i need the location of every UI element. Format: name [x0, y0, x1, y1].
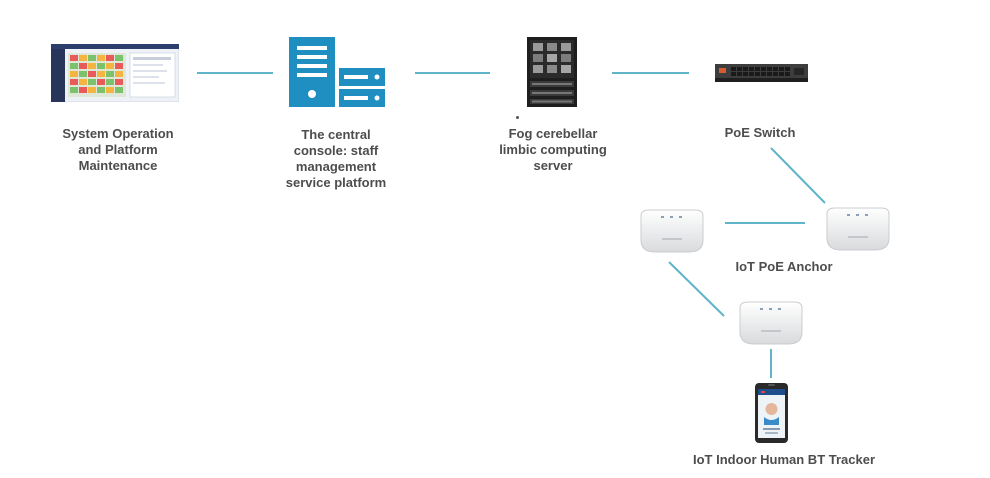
network-switch-icon — [715, 64, 808, 82]
label-ops: System Operation and Platform Maintenanc… — [62, 126, 174, 173]
label-console: The central console: staff management se… — [285, 127, 387, 190]
label-anchor: IoT PoE Anchor — [735, 259, 833, 274]
link-anchor-anchor-lower — [668, 261, 725, 317]
ceiling-anchor-icon — [637, 208, 707, 254]
dashboard-screenshot-icon — [50, 43, 180, 103]
link-poe-anchor — [770, 147, 826, 204]
label-tracker: IoT Indoor Human BT Tracker — [692, 452, 876, 467]
label-poe: PoE Switch — [724, 125, 796, 140]
ceiling-anchor-icon — [823, 206, 893, 252]
rack-server-icon — [527, 37, 577, 107]
label-fog: Fog cerebellar limbic computing server — [499, 126, 607, 173]
badge-tracker-icon — [755, 383, 788, 443]
server-icon — [289, 37, 385, 107]
stray-dot — [516, 116, 519, 119]
ceiling-anchor-icon — [736, 300, 806, 346]
